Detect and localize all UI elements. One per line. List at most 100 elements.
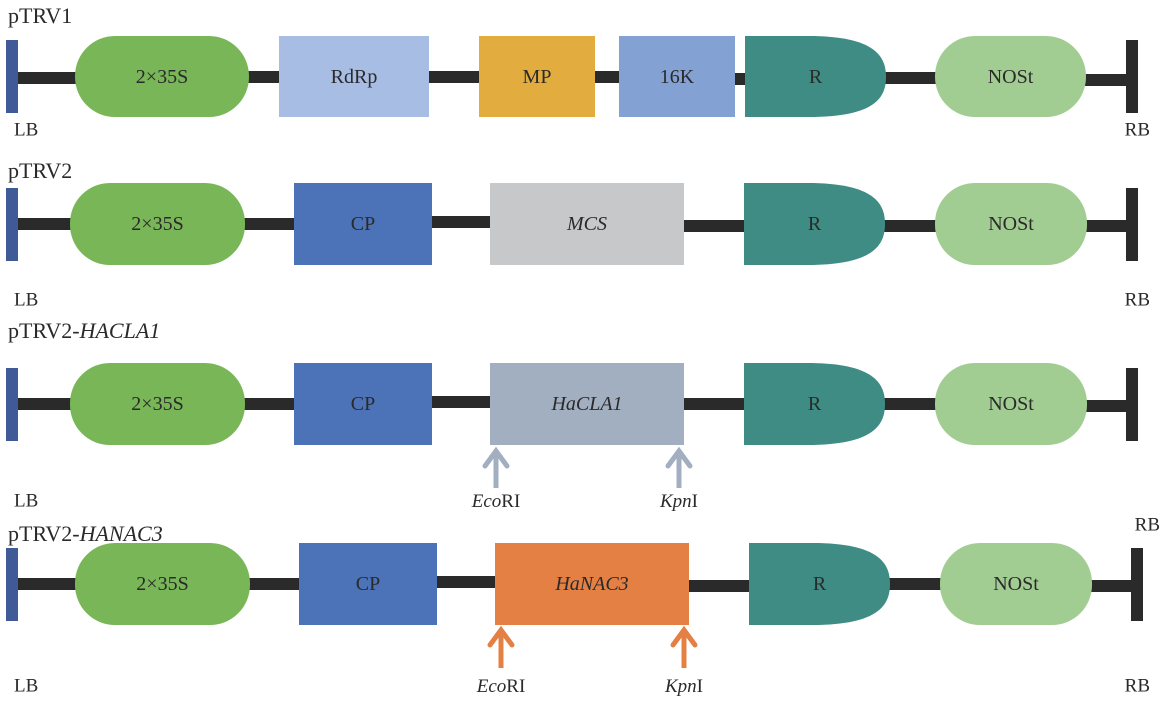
insert-shape: [490, 363, 684, 445]
element-terminator: NOSt: [935, 183, 1087, 265]
terminator-label: NOSt: [988, 213, 1034, 235]
cp-shape: [299, 543, 437, 625]
backbone-segment: [593, 71, 621, 83]
promoter-label: 2×35S: [136, 66, 188, 88]
element-ribozyme: R: [744, 183, 885, 265]
site-name-plain: I: [692, 491, 698, 512]
terminator-label: NOSt: [993, 573, 1039, 595]
construct-title-plain: pTRV2-: [8, 521, 80, 546]
backbone-segment: [1090, 580, 1139, 592]
left-border-marker: [6, 368, 18, 441]
promoter-shape: [75, 543, 250, 625]
ribozyme-shape: [749, 543, 890, 625]
element-ribozyme: R: [745, 36, 886, 117]
terminator-shape: [935, 363, 1087, 445]
terminator-shape: [935, 36, 1086, 117]
cp-label: CP: [351, 213, 375, 235]
element-cp: CP: [294, 363, 432, 445]
cp-label: CP: [351, 393, 375, 415]
promoter-shape: [70, 183, 245, 265]
ribozyme-label: R: [809, 66, 823, 88]
left-border-label: LB: [14, 120, 38, 141]
ribozyme-shape: [744, 363, 885, 445]
construct-title: pTRV2-HANAC3: [8, 521, 163, 546]
cp-label: CP: [356, 573, 380, 595]
element-insert: HaNAC3: [495, 543, 689, 625]
element-promoter: 2×35S: [70, 363, 245, 445]
left-border-label: LB: [14, 290, 38, 311]
site-name-italic: Eco: [476, 676, 507, 697]
element-mp: MP: [479, 36, 595, 117]
restriction-site-label: KpnI: [659, 491, 698, 512]
restriction-site-ecori: EcoRI: [471, 446, 521, 512]
backbone-segment: [1085, 220, 1134, 232]
terminator-label: NOSt: [988, 393, 1034, 415]
right-border-label: RB: [1125, 120, 1150, 141]
left-border-label: LB: [14, 676, 38, 697]
mcs-label: MCS: [566, 213, 607, 235]
promoter-shape: [75, 36, 249, 117]
arrow-head-icon: [665, 446, 693, 469]
promoter-label: 2×35S: [131, 393, 183, 415]
construct-title: pTRV2-HACLA1: [8, 318, 160, 343]
backbone-segment: [435, 576, 497, 588]
construct-title: pTRV2: [8, 158, 72, 183]
right-border-marker: [1126, 188, 1138, 261]
construct-title-gene: HANAC3: [79, 521, 163, 546]
rdrp-shape: [279, 36, 429, 117]
backbone-segment: [16, 398, 72, 410]
16k-shape: [619, 36, 735, 117]
construct-title-plain: pTRV1: [8, 3, 72, 28]
right-border-label: RB: [1125, 676, 1150, 697]
terminator-shape: [940, 543, 1092, 625]
element-terminator: NOSt: [935, 36, 1086, 117]
element-rdrp: RdRp: [279, 36, 429, 117]
left-border-marker: [6, 188, 18, 261]
backbone-segment: [430, 396, 492, 408]
element-promoter: 2×35S: [75, 36, 249, 117]
backbone-segment: [733, 73, 747, 85]
restriction-site-label: KpnI: [664, 676, 703, 697]
element-16k: 16K: [619, 36, 735, 117]
insert-shape: [495, 543, 689, 625]
backbone-segment: [1084, 74, 1134, 86]
left-border-marker: [6, 40, 18, 113]
backbone-segment: [16, 218, 72, 230]
16k-label: 16K: [660, 66, 695, 88]
site-name-italic: Eco: [471, 491, 502, 512]
backbone-segment: [16, 578, 77, 590]
ribozyme-label: R: [808, 393, 822, 415]
mcs-shape: [490, 183, 684, 265]
promoter-label: 2×35S: [131, 213, 183, 235]
right-border-marker: [1126, 368, 1138, 441]
element-insert: HaCLA1: [490, 363, 684, 445]
backbone-segment: [687, 580, 751, 592]
cp-shape: [294, 363, 432, 445]
backbone-segment: [1085, 400, 1134, 412]
ribozyme-shape: [744, 183, 885, 265]
promoter-shape: [70, 363, 245, 445]
element-ribozyme: R: [744, 363, 885, 445]
site-name-italic: Kpn: [664, 676, 697, 697]
restriction-site-label: EcoRI: [471, 491, 521, 512]
ribozyme-shape: [745, 36, 886, 117]
right-border-label-top: RB: [1135, 515, 1160, 536]
site-name-italic: Kpn: [659, 491, 692, 512]
backbone-segment: [430, 216, 492, 228]
backbone-segment: [427, 71, 481, 83]
element-cp: CP: [299, 543, 437, 625]
restriction-site-label: EcoRI: [476, 676, 526, 697]
site-name-plain: I: [697, 676, 703, 697]
right-border-marker: [1126, 40, 1138, 113]
insert-label: HaNAC3: [554, 573, 628, 595]
backbone-segment: [682, 220, 746, 232]
backbone-segment: [883, 398, 937, 410]
backbone-segment: [682, 398, 746, 410]
right-border-marker: [1131, 548, 1143, 621]
mp-label: MP: [523, 66, 552, 88]
backbone-segment: [16, 72, 77, 84]
arrow-head-icon: [670, 625, 698, 648]
